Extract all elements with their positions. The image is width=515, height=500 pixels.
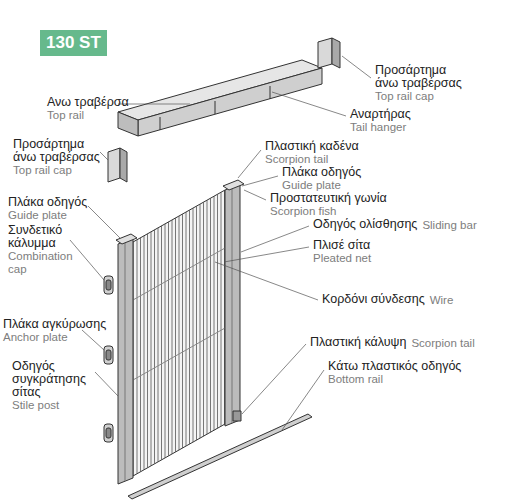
part-name-english: Guide plate [8,209,67,222]
part-name: Κορδόνι σύνδεσης [322,293,425,306]
pleat-line [137,240,138,474]
part-name-english: Scorpion tail [411,337,474,350]
part-name-english: Scorpion tail [265,153,328,166]
part-name-english: Guide plate [282,179,341,192]
pleat-line [193,208,194,442]
part-name-english: Pleated net [313,252,371,265]
top-rail-cap [108,148,120,182]
part-name-english: Top rail [47,109,84,122]
pleat-line [214,196,215,430]
pleat-line [151,232,152,466]
scorpion-fish [223,180,244,190]
guide-plate [116,234,137,244]
part-name: Πλισέ σίτα [313,239,370,252]
pleat-line [200,204,201,438]
part-name-english: Tail hanger [350,121,406,134]
pleat-line [165,224,166,458]
stile-post [118,238,133,484]
leader-lines [70,56,371,430]
part-name: Πλαστική κάλυψη [310,336,406,349]
pleat-line [179,216,180,450]
anchor-plate [104,346,113,364]
part-name-english: Top rail cap [375,90,434,103]
part-name-english: Top rail cap [13,164,72,177]
part-name: Οδηγός ολίσθησης [313,218,417,231]
pleat-line [221,192,222,426]
part-name-english: Stile post [12,399,59,412]
top-rail-end [118,112,138,136]
part-name: Οδηγός συγκράτησης σίτας [12,360,98,399]
scorpion-tail-cover [233,411,241,421]
sliding-bar [225,184,240,426]
pleated-net [133,190,225,476]
wire [133,328,225,380]
part-name-english: Wire [430,294,454,307]
top-rail-cap-side [332,38,340,68]
anchor-plate [104,424,113,442]
part-name: Κάτω πλαστικός οδηγός [328,360,461,373]
pleat-line [144,236,145,470]
part-name: Προσάρτημα άνω τραβέρσας [13,138,101,164]
pleat-line [168,222,169,456]
wire [133,248,225,300]
pleat-line [182,214,183,448]
pleat-line [161,226,162,460]
part-name-english: Scorpion fish [270,205,336,218]
pleat-line [172,220,173,454]
top-rail-cap [318,38,332,68]
part-name-english: Combination cap [8,250,84,276]
top-rail-face [138,68,322,136]
pleat-line [175,218,176,452]
pleat-line [203,202,204,436]
part-name: Αναρτήρας [350,108,411,121]
title-badge: 130 ST [40,30,107,56]
pleat-line [189,210,190,444]
tail-hanger [215,101,216,114]
pleat-line [147,234,148,468]
tail-hanger [160,117,161,130]
pleat-line [210,198,211,432]
part-name-english: Sliding bar [422,219,476,232]
top-rail-cap-side [120,148,127,182]
part-name: Πλάκα οδηγός [282,166,361,179]
part-name: Πλάκα αγκύρωσης [3,318,106,331]
combination-cap [104,276,113,294]
pleat-line [186,212,187,446]
part-name-english: Bottom rail [328,373,383,386]
pleat-line [207,200,208,434]
pleat-line [158,228,159,462]
part-name: Πλάκα οδηγός [8,196,87,209]
pleat-line [196,206,197,440]
pleat-line [154,230,155,464]
part-name-english: Anchor plate [3,331,68,344]
pleat-line [217,194,218,428]
part-name: Ανω τραβέρσα [47,96,129,109]
part-name: Προσάρτημα άνω τραβέρσας [375,64,463,90]
part-name: Συνδετικό κάλυμμα [8,224,78,250]
part-name: Πλαστική καδένα [265,140,359,153]
pleat-line [140,238,141,472]
part-name: Προστατευτική γωνία [270,192,387,205]
tail-hanger [270,86,271,99]
